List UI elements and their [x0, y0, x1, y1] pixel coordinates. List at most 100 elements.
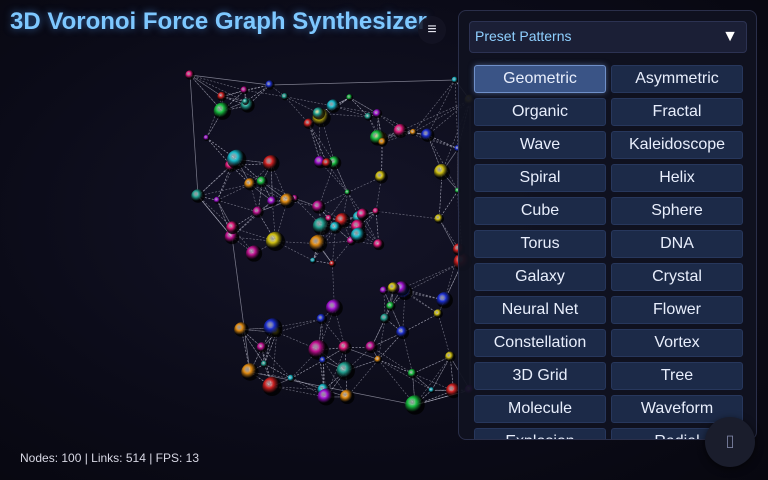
graph-node[interactable]	[407, 368, 418, 379]
preset-button-dna[interactable]: DNA	[611, 230, 743, 258]
graph-node[interactable]	[217, 91, 227, 102]
graph-node[interactable]	[319, 356, 328, 365]
graph-node[interactable]	[433, 163, 450, 180]
graph-node[interactable]	[336, 361, 355, 381]
graph-node[interactable]	[260, 360, 269, 368]
graph-node[interactable]	[279, 193, 295, 209]
graph-node[interactable]	[329, 221, 342, 234]
preset-button-cube[interactable]: Cube	[474, 197, 606, 225]
graph-node[interactable]	[242, 98, 249, 105]
graph-node[interactable]	[346, 94, 354, 101]
graph-node[interactable]	[409, 128, 418, 136]
preset-button-tree[interactable]: Tree	[611, 362, 743, 390]
graph-node[interactable]	[372, 207, 380, 216]
graph-node[interactable]	[245, 245, 263, 262]
settings-fab-button[interactable]: ▯	[705, 417, 755, 467]
graph-node[interactable]	[326, 99, 341, 113]
graph-node[interactable]	[312, 200, 326, 214]
graph-node[interactable]	[316, 313, 328, 325]
graph-node[interactable]	[378, 137, 388, 147]
graph-node[interactable]	[265, 231, 286, 251]
graph-node[interactable]	[393, 123, 408, 138]
preset-button-neural-net[interactable]: Neural Net	[474, 296, 606, 324]
graph-node[interactable]	[303, 118, 315, 130]
graph-node[interactable]	[281, 92, 289, 101]
graph-node[interactable]	[445, 383, 462, 399]
graph-node[interactable]	[375, 170, 388, 184]
graph-node[interactable]	[365, 341, 378, 354]
graph-node[interactable]	[241, 363, 259, 381]
preset-button-kaleidoscope[interactable]: Kaleidoscope	[611, 131, 743, 159]
graph-node[interactable]	[227, 149, 247, 170]
graph-node[interactable]	[380, 313, 391, 324]
graph-node[interactable]	[350, 227, 367, 244]
preset-button-spiral[interactable]: Spiral	[474, 164, 606, 192]
graph-node[interactable]	[185, 70, 195, 80]
graph-node[interactable]	[191, 189, 205, 203]
graph-node[interactable]	[420, 128, 435, 142]
graph-node[interactable]	[379, 286, 389, 295]
graph-node[interactable]	[321, 158, 333, 169]
preset-button-galaxy[interactable]: Galaxy	[474, 263, 606, 291]
preset-button-molecule[interactable]: Molecule	[474, 395, 606, 423]
graph-node[interactable]	[234, 322, 249, 337]
preset-button-geometric[interactable]: Geometric	[474, 65, 606, 93]
graph-node[interactable]	[312, 217, 331, 236]
menu-toggle-button[interactable]: ≡	[418, 16, 446, 44]
graph-node[interactable]	[339, 389, 355, 405]
graph-node[interactable]	[203, 134, 210, 141]
graph-node[interactable]	[213, 102, 232, 120]
preset-button-sphere[interactable]: Sphere	[611, 197, 743, 225]
graph-node[interactable]	[373, 239, 385, 251]
graph-node[interactable]	[436, 291, 453, 309]
graph-node[interactable]	[317, 388, 335, 406]
graph-node[interactable]	[309, 234, 328, 253]
preset-button-wave[interactable]: Wave	[474, 131, 606, 159]
graph-node[interactable]	[256, 176, 268, 188]
preset-button-flower[interactable]: Flower	[611, 296, 743, 324]
graph-node[interactable]	[405, 395, 425, 415]
graph-node[interactable]	[329, 260, 336, 268]
graph-node[interactable]	[308, 339, 329, 360]
preset-button-fractal[interactable]: Fractal	[611, 98, 743, 126]
graph-node[interactable]	[386, 301, 396, 311]
graph-node[interactable]	[374, 355, 383, 364]
graph-node[interactable]	[265, 80, 275, 90]
graph-node[interactable]	[396, 326, 410, 340]
graph-node[interactable]	[445, 351, 456, 362]
graph-node[interactable]	[312, 107, 326, 120]
graph-node[interactable]	[310, 257, 317, 264]
graph-node[interactable]	[428, 387, 435, 394]
graph-node[interactable]	[256, 342, 268, 353]
preset-button-constellation[interactable]: Constellation	[474, 329, 606, 357]
graph-node[interactable]	[213, 196, 221, 204]
graph-node[interactable]	[267, 196, 278, 207]
preset-patterns-select[interactable]: Preset Patterns ▼	[469, 21, 747, 53]
graph-node[interactable]	[372, 109, 383, 119]
preset-button-explosion[interactable]: Explosion	[474, 428, 606, 439]
graph-node[interactable]	[287, 374, 295, 383]
preset-button-asymmetric[interactable]: Asymmetric	[611, 65, 743, 93]
graph-node[interactable]	[252, 206, 264, 218]
graph-node[interactable]	[262, 155, 280, 172]
graph-node[interactable]	[451, 76, 459, 84]
preset-button-torus[interactable]: Torus	[474, 230, 606, 258]
graph-node[interactable]	[325, 214, 333, 223]
graph-node[interactable]	[364, 112, 373, 121]
graph-node[interactable]	[338, 341, 352, 355]
graph-node[interactable]	[327, 156, 342, 170]
graph-node[interactable]	[224, 229, 240, 245]
graph-node[interactable]	[356, 208, 369, 221]
graph-node[interactable]	[244, 178, 257, 191]
graph-node[interactable]	[344, 189, 351, 196]
graph-node[interactable]	[263, 318, 283, 338]
preset-button-helix[interactable]: Helix	[611, 164, 743, 192]
graph-node[interactable]	[226, 221, 240, 235]
graph-node[interactable]	[433, 309, 443, 319]
preset-button-3d-grid[interactable]: 3D Grid	[474, 362, 606, 390]
preset-button-organic[interactable]: Organic	[474, 98, 606, 126]
preset-button-crystal[interactable]: Crystal	[611, 263, 743, 291]
graph-node[interactable]	[262, 376, 282, 397]
